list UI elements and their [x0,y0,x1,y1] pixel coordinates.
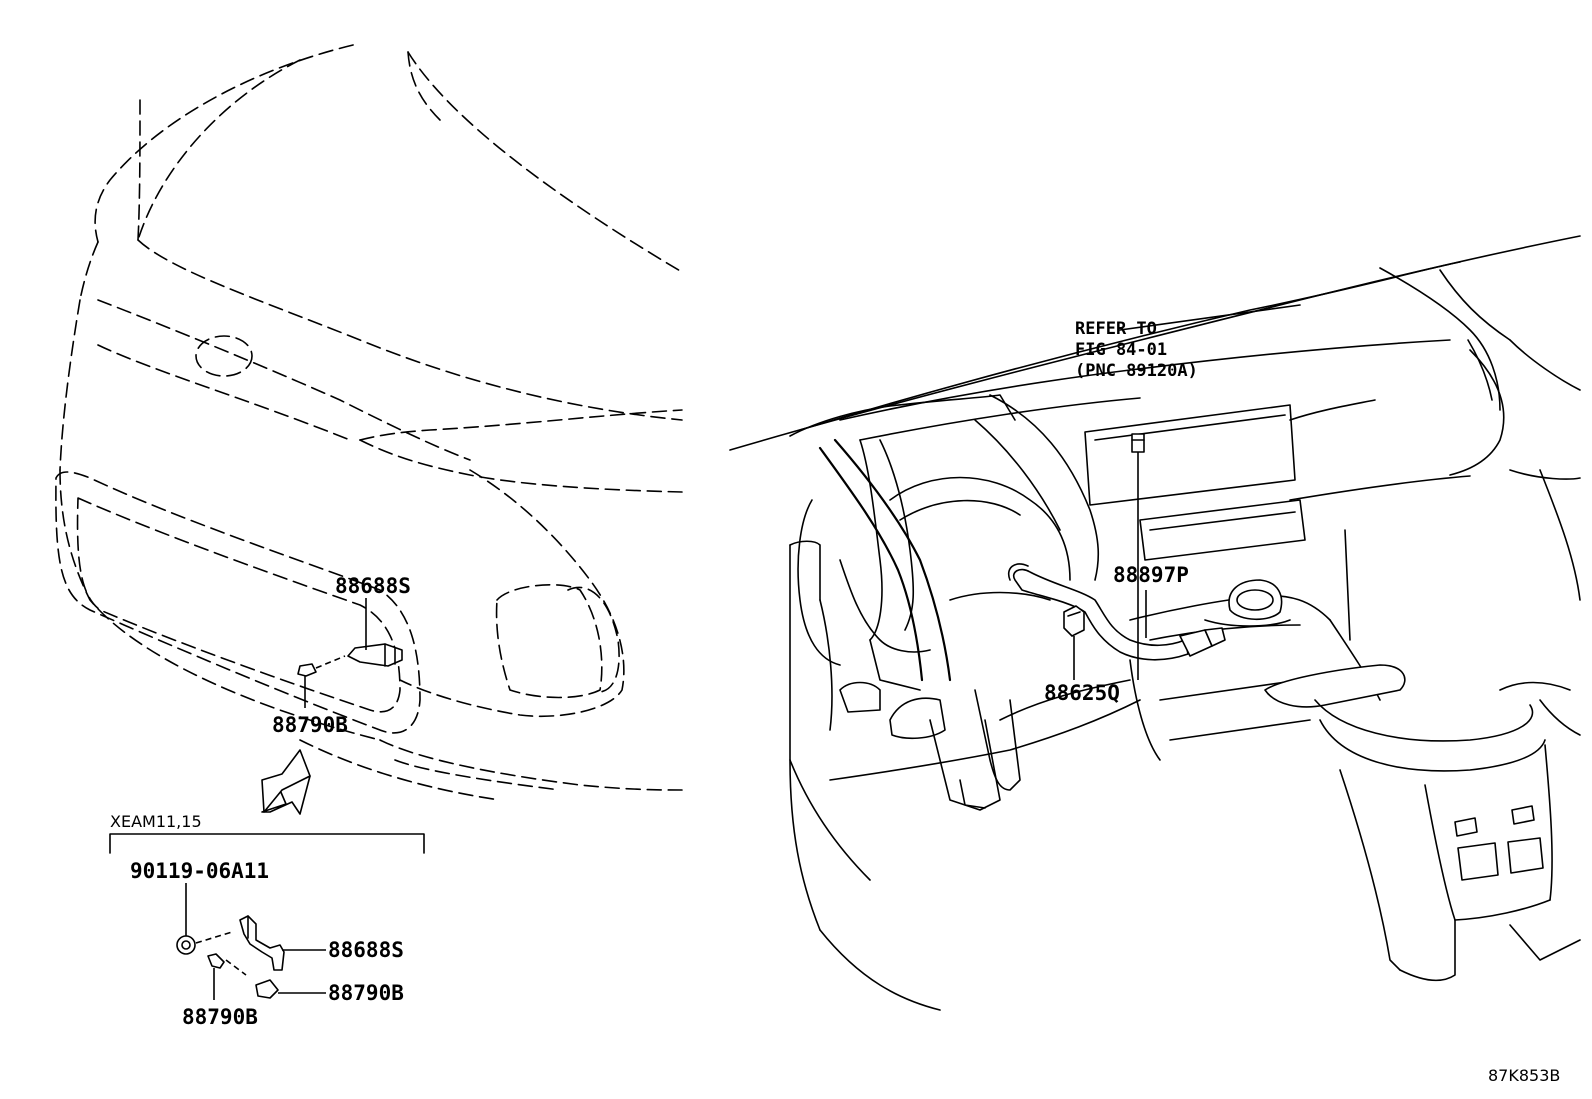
view-arrow-icon [261,775,311,815]
label-variant-clip-right: 88790B [328,981,404,1005]
front-sensor-assembly [297,598,403,708]
label-front-sensor-clip: 88790B [272,713,348,737]
label-front-sensor-bracket: 88688S [335,574,411,598]
label-duct-part: 88897P [1113,563,1189,587]
vehicle-front-outline [55,44,683,801]
refer-sensor [1131,433,1145,680]
label-duct-connector: 88625Q [1044,681,1120,705]
label-variant-bolt: 90119-06A11 [130,859,269,883]
label-variant-heading: XEAM11,15 [110,812,202,831]
label-variant-sensor-bracket: 88688S [328,938,404,962]
variant-inset [109,833,425,1000]
label-figure-id: 87K853B [1488,1066,1560,1085]
label-refer-line1: REFER TO [1075,319,1157,339]
label-refer-line2: FIG 84-01 [1075,340,1167,360]
label-variant-clip-bottom: 88790B [182,1005,258,1029]
duct-assembly [1008,563,1226,680]
dashboard-outline [729,235,1581,1011]
label-refer-line3: (PNC 89120A) [1075,361,1198,381]
